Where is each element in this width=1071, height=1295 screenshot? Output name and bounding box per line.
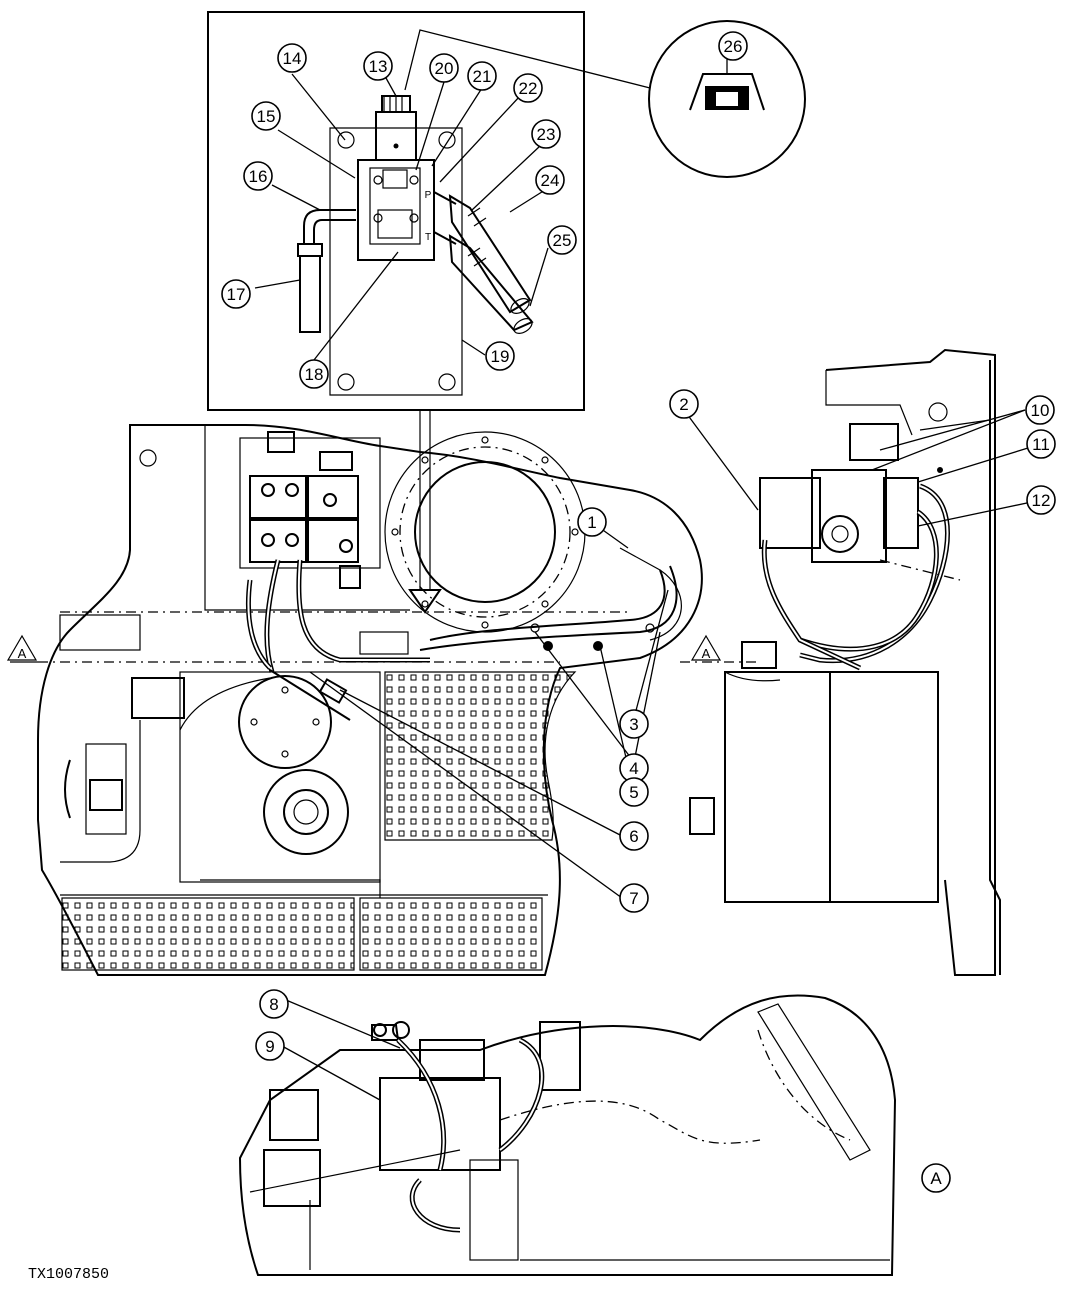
svg-text:7: 7 xyxy=(629,889,638,908)
main-side-view: A A xyxy=(6,424,760,976)
valve-detail-inset: P T xyxy=(207,11,585,614)
callout-6: 6 xyxy=(619,821,649,851)
svg-text:9: 9 xyxy=(265,1037,274,1056)
svg-text:11: 11 xyxy=(1032,435,1050,454)
callout-10: 10 xyxy=(1025,395,1055,425)
svg-text:20: 20 xyxy=(435,59,454,78)
port-label-pressure: P xyxy=(425,190,432,201)
svg-text:4: 4 xyxy=(629,759,638,778)
end-view xyxy=(689,348,1001,976)
callout-13: 13 xyxy=(363,51,393,81)
callout-11: 11 xyxy=(1026,429,1056,459)
svg-text:15: 15 xyxy=(257,107,276,126)
svg-text:5: 5 xyxy=(629,783,638,802)
svg-text:21: 21 xyxy=(473,67,492,86)
callout-5: 5 xyxy=(619,777,649,807)
figure-code: TX1007850 xyxy=(28,1266,109,1283)
svg-text:3: 3 xyxy=(629,715,638,734)
svg-text:25: 25 xyxy=(553,231,572,250)
svg-text:12: 12 xyxy=(1032,491,1051,510)
svg-text:2: 2 xyxy=(679,395,688,414)
callout-8: 8 xyxy=(259,989,289,1019)
svg-text:10: 10 xyxy=(1031,401,1050,420)
callout-17: 17 xyxy=(221,279,251,309)
bottom-view xyxy=(238,994,897,1276)
callout-18: 18 xyxy=(299,359,329,389)
section-a-callout: A xyxy=(921,1163,951,1193)
svg-text:1: 1 xyxy=(587,513,596,532)
callout-20: 20 xyxy=(429,53,459,83)
svg-text:18: 18 xyxy=(305,365,324,384)
callout-12: 12 xyxy=(1026,485,1056,515)
svg-text:19: 19 xyxy=(491,347,510,366)
callout-3: 3 xyxy=(619,709,649,739)
callout-16: 16 xyxy=(243,161,273,191)
callout-7: 7 xyxy=(619,883,649,913)
section-marker-right: A xyxy=(702,646,711,661)
callout-1: 1 xyxy=(577,507,607,537)
svg-text:6: 6 xyxy=(629,827,638,846)
callout-14: 14 xyxy=(277,43,307,73)
port-label-tank: T xyxy=(425,232,431,243)
callout-21: 21 xyxy=(467,61,497,91)
svg-text:23: 23 xyxy=(537,125,556,144)
callout-23: 23 xyxy=(531,119,561,149)
callout-24: 24 xyxy=(535,165,565,195)
svg-text:26: 26 xyxy=(724,37,743,56)
svg-text:A: A xyxy=(930,1169,942,1188)
detail-circle xyxy=(404,20,806,178)
callout-2: 2 xyxy=(669,389,699,419)
section-marker-left: A xyxy=(18,646,27,661)
callout-9: 9 xyxy=(255,1031,285,1061)
callout-19: 19 xyxy=(485,341,515,371)
svg-text:17: 17 xyxy=(227,285,246,304)
svg-text:8: 8 xyxy=(269,995,278,1014)
svg-text:14: 14 xyxy=(283,49,302,68)
callout-25: 25 xyxy=(547,225,577,255)
callout-26: 26 xyxy=(718,31,748,61)
svg-text:22: 22 xyxy=(519,79,538,98)
callout-15: 15 xyxy=(251,101,281,131)
svg-text:24: 24 xyxy=(541,171,560,190)
svg-text:16: 16 xyxy=(249,167,268,186)
callout-22: 22 xyxy=(513,73,543,103)
svg-text:13: 13 xyxy=(369,57,388,76)
